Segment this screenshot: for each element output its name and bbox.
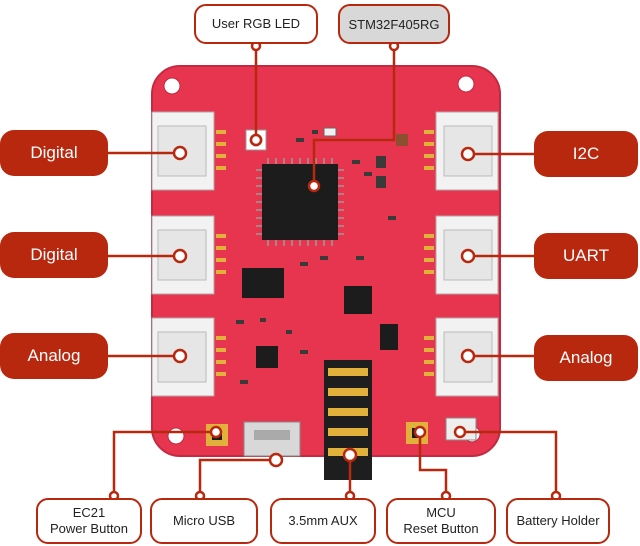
leader-lines bbox=[108, 50, 558, 498]
chip-tiny bbox=[380, 324, 398, 350]
mounting-hole bbox=[167, 427, 185, 445]
label-mcu-line2: Reset Button bbox=[403, 521, 479, 536]
label-analog-left: Analog bbox=[0, 333, 108, 379]
mcu-chip bbox=[256, 158, 344, 246]
label-analog-right: Analog bbox=[534, 335, 638, 381]
label-ec21-power-button: EC21 Power Button bbox=[36, 498, 142, 544]
label-digital-top: Digital bbox=[0, 130, 108, 176]
aux-jack bbox=[324, 360, 372, 480]
label-i2c: I2C bbox=[534, 131, 638, 177]
label-stm32: STM32F405RG bbox=[338, 4, 450, 44]
label-battery-holder: Battery Holder bbox=[506, 498, 610, 544]
chip-tiny bbox=[256, 346, 278, 368]
label-micro-usb: Micro USB bbox=[150, 498, 258, 544]
label-digital-mid: Digital bbox=[0, 232, 108, 278]
label-mcu-line1: MCU bbox=[426, 505, 456, 520]
label-uart: UART bbox=[534, 233, 638, 279]
label-ec21-line1: EC21 bbox=[72, 505, 106, 520]
smd-led bbox=[323, 127, 337, 137]
chip-small bbox=[344, 286, 372, 314]
connector-pins bbox=[216, 130, 434, 376]
smd-components bbox=[236, 130, 396, 384]
mounting-hole bbox=[163, 77, 181, 95]
label-aux: 3.5mm AUX bbox=[270, 498, 376, 544]
mounting-hole bbox=[457, 75, 475, 93]
label-mcu-reset-button: MCU Reset Button bbox=[386, 498, 496, 544]
chip-soic bbox=[242, 268, 284, 298]
smd-capacitor bbox=[396, 134, 408, 146]
label-user-rgb-led: User RGB LED bbox=[194, 4, 318, 44]
label-ec21-line2: Power Button bbox=[49, 521, 129, 536]
micro-usb-port bbox=[243, 421, 301, 457]
